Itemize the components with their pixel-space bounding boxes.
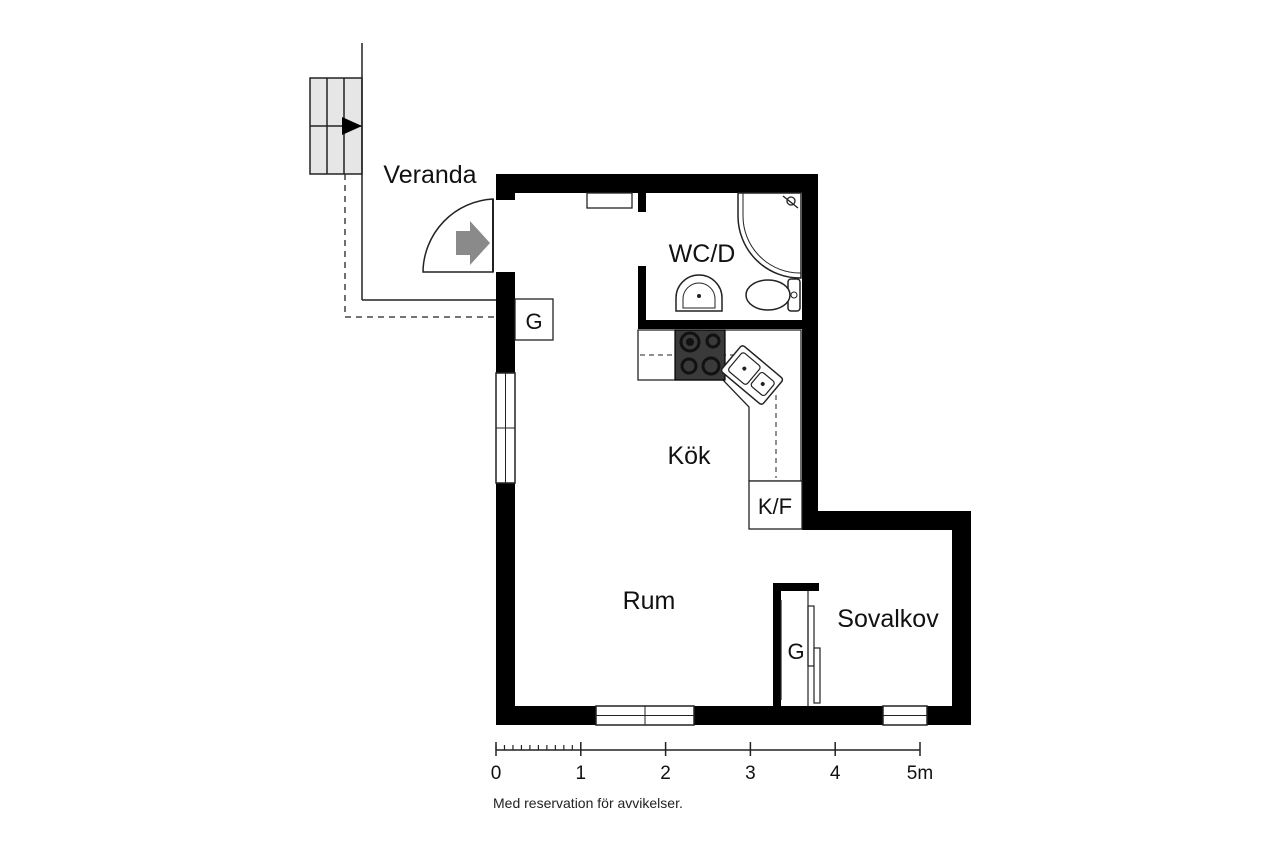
shower-head-icon — [786, 196, 796, 206]
shower — [737, 192, 802, 279]
window-west — [495, 372, 516, 484]
window-south-rum — [595, 705, 695, 726]
stairs-direction-arrow-icon — [342, 117, 362, 135]
window-south-sovalkov — [882, 705, 928, 726]
wc-label: WC/D — [669, 240, 736, 268]
scale-tick-label: 4 — [830, 763, 841, 784]
entry-door[interactable] — [422, 198, 494, 273]
kitchen-sink — [720, 345, 784, 405]
alcove-closet — [780, 591, 821, 706]
scale-bar: 0 1 2 3 4 5m — [491, 742, 933, 784]
kitchen-label: Kök — [667, 442, 711, 470]
hall-shelf — [586, 192, 633, 209]
entry-closet-label: G — [525, 309, 542, 334]
scale-tick-label: 3 — [745, 763, 756, 784]
entrance-arrow-icon — [456, 221, 490, 265]
interior-walls — [638, 192, 819, 708]
scale-tick-label: 0 — [491, 763, 502, 784]
veranda-roof-edge — [344, 174, 497, 318]
stove — [674, 329, 726, 381]
scale-tick-label: 5m — [907, 763, 933, 784]
scale-tick-label: 1 — [576, 763, 587, 784]
sovalkov-label: Sovalkov — [837, 605, 939, 633]
alcove-closet-label: G — [787, 639, 804, 664]
scale-tick-label: 2 — [660, 763, 671, 784]
entry-closet — [514, 298, 554, 341]
washbasin — [675, 274, 723, 312]
rum-label: Rum — [623, 587, 676, 615]
fridge-freezer — [748, 480, 803, 530]
veranda-label: Veranda — [383, 161, 476, 189]
disclaimer-text: Med reservation för avvikelser. — [493, 795, 683, 811]
fridge-freezer-label: K/F — [758, 494, 792, 519]
veranda-stairs — [309, 77, 363, 175]
toilet — [745, 278, 801, 312]
